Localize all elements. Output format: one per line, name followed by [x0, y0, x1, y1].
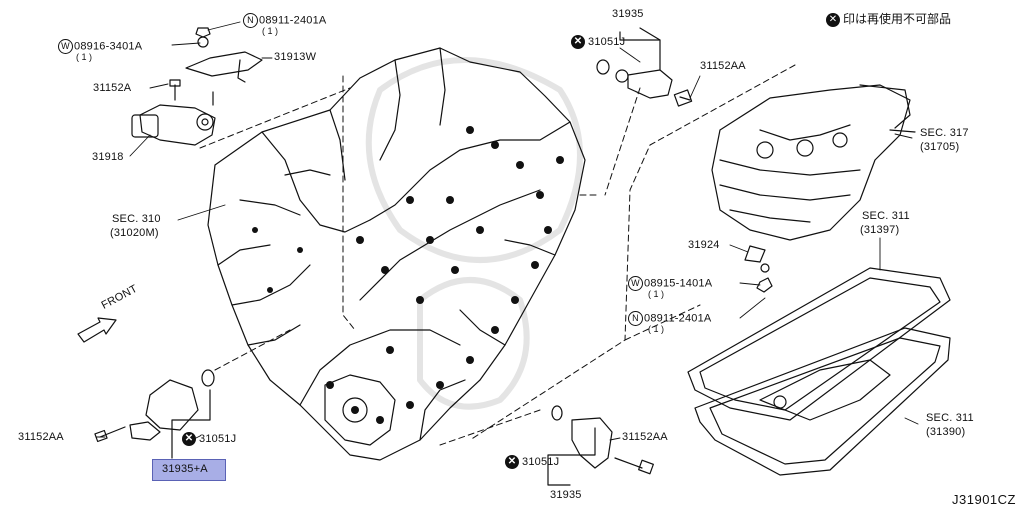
non-reusable-mark-icon: ✕ — [826, 12, 840, 27]
label-sec-311-b[interactable]: SEC. 311 — [926, 412, 974, 424]
label-31152aa-top[interactable]: 31152AA — [700, 60, 746, 72]
label-31924[interactable]: 31924 — [688, 239, 720, 251]
non-reusable-mark-icon: ✕ — [182, 432, 196, 446]
label-sec-310[interactable]: SEC. 310 — [112, 213, 161, 225]
transmission-case — [207, 47, 586, 461]
oil-pan-gasket — [687, 267, 951, 421]
nut-badge-icon: N — [628, 311, 643, 326]
speed-sensor-assembly-top-left — [131, 27, 263, 146]
washer-badge-icon: W — [58, 39, 73, 54]
washer-badge-icon: W — [628, 276, 643, 291]
diagram-code: J31901CZ — [952, 492, 1016, 507]
speed-sensor-bottom — [547, 405, 654, 486]
label-31051j-top[interactable]: ✕31051J — [571, 35, 625, 49]
dashed-leaders — [199, 64, 796, 446]
speed-sensor-top — [596, 27, 693, 107]
label-31152a[interactable]: 31152A — [93, 82, 132, 94]
label-sec-310-code: (31020M) — [110, 227, 159, 239]
label-sec-311-a-code: (31397) — [860, 224, 900, 236]
label-31051j-bottom[interactable]: ✕31051J — [505, 455, 559, 469]
label-31152aa-bottom[interactable]: 31152AA — [622, 431, 668, 443]
qty-08911-2401a-right: ( 1 ) — [648, 324, 665, 334]
qty-08916-3401a: ( 1 ) — [76, 52, 93, 62]
label-31051j-left[interactable]: ✕31051J — [182, 432, 236, 446]
label-31913w[interactable]: 31913W — [274, 51, 317, 63]
oil-pan — [694, 327, 951, 476]
control-valve-body — [711, 84, 916, 293]
non-reusable-mark-icon: ✕ — [571, 35, 585, 49]
legend-text: 印は再使用不可部品 — [843, 12, 952, 26]
speed-sensor-bottom-left — [94, 369, 215, 459]
non-reusable-mark-icon: ✕ — [505, 455, 519, 469]
leader-lines — [95, 21, 919, 441]
label-sec-311-a[interactable]: SEC. 311 — [862, 210, 910, 222]
qty-08911-2401a-top: ( 1 ) — [262, 26, 279, 36]
case-bolts — [252, 126, 564, 424]
highlight-31935-a[interactable] — [152, 459, 226, 481]
label-sec-317[interactable]: SEC. 317 — [920, 127, 969, 139]
label-sec-317-code: (31705) — [920, 141, 960, 153]
label-sec-311-b-code: (31390) — [926, 426, 966, 438]
front-arrow-icon — [77, 317, 117, 343]
label-31935-a: 31935+A — [162, 463, 208, 475]
watermark-emblem — [365, 57, 583, 410]
label-31935-bottom[interactable]: 31935 — [550, 489, 582, 501]
label-31152aa-left[interactable]: 31152AA — [18, 431, 64, 443]
label-31935-top[interactable]: 31935 — [612, 8, 644, 20]
nut-badge-icon: N — [243, 13, 258, 28]
qty-08915-1401a: ( 1 ) — [648, 289, 665, 299]
legend: ✕印は再使用不可部品 — [826, 10, 951, 27]
label-31918[interactable]: 31918 — [92, 151, 124, 163]
